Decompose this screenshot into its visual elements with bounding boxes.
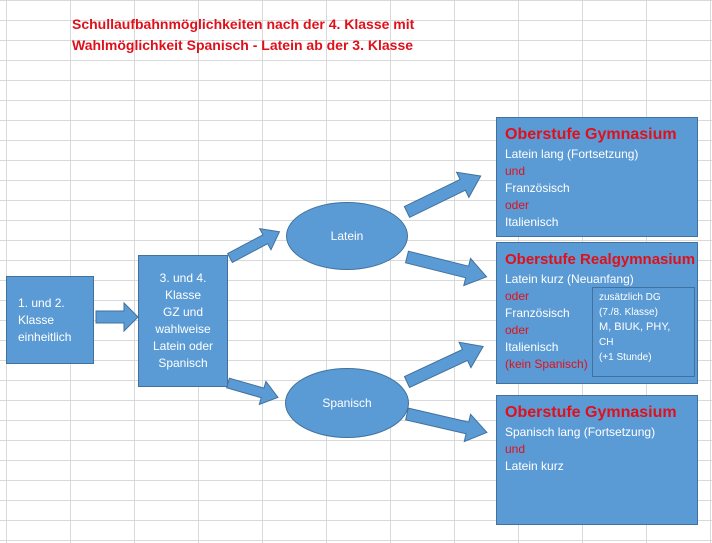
gym1-line-4: oder	[505, 198, 530, 212]
box12-line-2: Klasse	[18, 312, 55, 327]
arrow-latein-to-realgym	[404, 250, 488, 287]
box34-line-1: 3. und 4.	[159, 271, 207, 285]
latein-label: Latein	[330, 229, 364, 243]
gym2-heading: Oberstufe Gymnasium	[505, 404, 677, 421]
box-oberstufe-gymnasium-latein: Oberstufe Gymnasium Latein lang (Fortset…	[496, 117, 698, 237]
title-line-1: Schullaufbahnmöglichkeiten nach der 4. K…	[72, 16, 415, 32]
diagram-title: Schullaufbahnmöglichkeiten nach der 4. K…	[72, 14, 492, 56]
gym2-line-3: Latein kurz	[505, 459, 564, 473]
arrow-to-latein	[226, 227, 281, 264]
zusatz-line-4: CH	[599, 337, 614, 348]
arrow-to-klasse34	[95, 301, 139, 333]
gym1-heading: Oberstufe Gymnasium	[505, 126, 677, 143]
gym2-line-1: Spanisch lang (Fortsetzung)	[505, 425, 656, 439]
zusatz-line-5: (+1 Stunde)	[599, 352, 652, 363]
zusatz-line-2: (7./8. Klasse)	[599, 307, 658, 318]
realgym-heading: Oberstufe Realgymnasium	[505, 251, 696, 268]
box34-line-4: wahlweise	[155, 322, 211, 336]
box-oberstufe-gymnasium-spanisch: Oberstufe Gymnasium Spanisch lang (Forts…	[496, 395, 698, 525]
box34-line-3: GZ und	[162, 305, 204, 319]
box-klasse-34: 3. und 4. Klasse GZ und wahlweise Latein…	[138, 255, 228, 387]
box34-line-5: Latein oder	[152, 339, 214, 353]
gym1-line-1: Latein lang (Fortsetzung)	[505, 147, 639, 161]
box12-line-1: 1. und 2.	[18, 295, 65, 310]
spanisch-label: Spanisch	[322, 396, 372, 410]
box34-line-6: Spanisch	[158, 356, 208, 370]
gym1-line-3: Französisch	[505, 181, 570, 195]
zusatz-line-1: zusätzlich DG	[599, 292, 661, 303]
realgym-line-2: oder	[505, 289, 530, 303]
realgym-line-6: (kein Spanisch)	[505, 357, 588, 371]
arrow-latein-to-gym1	[403, 171, 482, 219]
gym1-line-5: Italienisch	[505, 215, 559, 229]
realgym-line-1: Latein kurz (Neuanfang)	[505, 272, 634, 286]
realgym-line-4: oder	[505, 323, 530, 337]
gym1-line-2: und	[505, 164, 526, 178]
title-line-2: Wahlmöglichkeit Spanisch - Latein ab der…	[72, 37, 414, 53]
box34-line-2: Klasse	[164, 288, 202, 302]
arrow-spanisch-to-realgym	[403, 341, 484, 389]
realgym-line-3: Französisch	[505, 306, 570, 320]
gym2-line-2: und	[505, 442, 526, 456]
box12-line-3: einheitlich	[18, 329, 72, 344]
zusatz-line-3: M, BIUK, PHY,	[599, 321, 671, 333]
ellipse-spanisch: Spanisch	[285, 368, 409, 438]
box-zusatz-dg: zusätzlich DG (7./8. Klasse) M, BIUK, PH…	[592, 287, 695, 377]
arrow-to-spanisch	[226, 377, 279, 406]
box-klasse-12: 1. und 2. Klasse einheitlich	[6, 276, 94, 364]
ellipse-latein: Latein	[286, 202, 408, 270]
arrow-spanisch-to-gym2	[405, 407, 488, 443]
realgym-line-5: Italienisch	[505, 340, 559, 354]
